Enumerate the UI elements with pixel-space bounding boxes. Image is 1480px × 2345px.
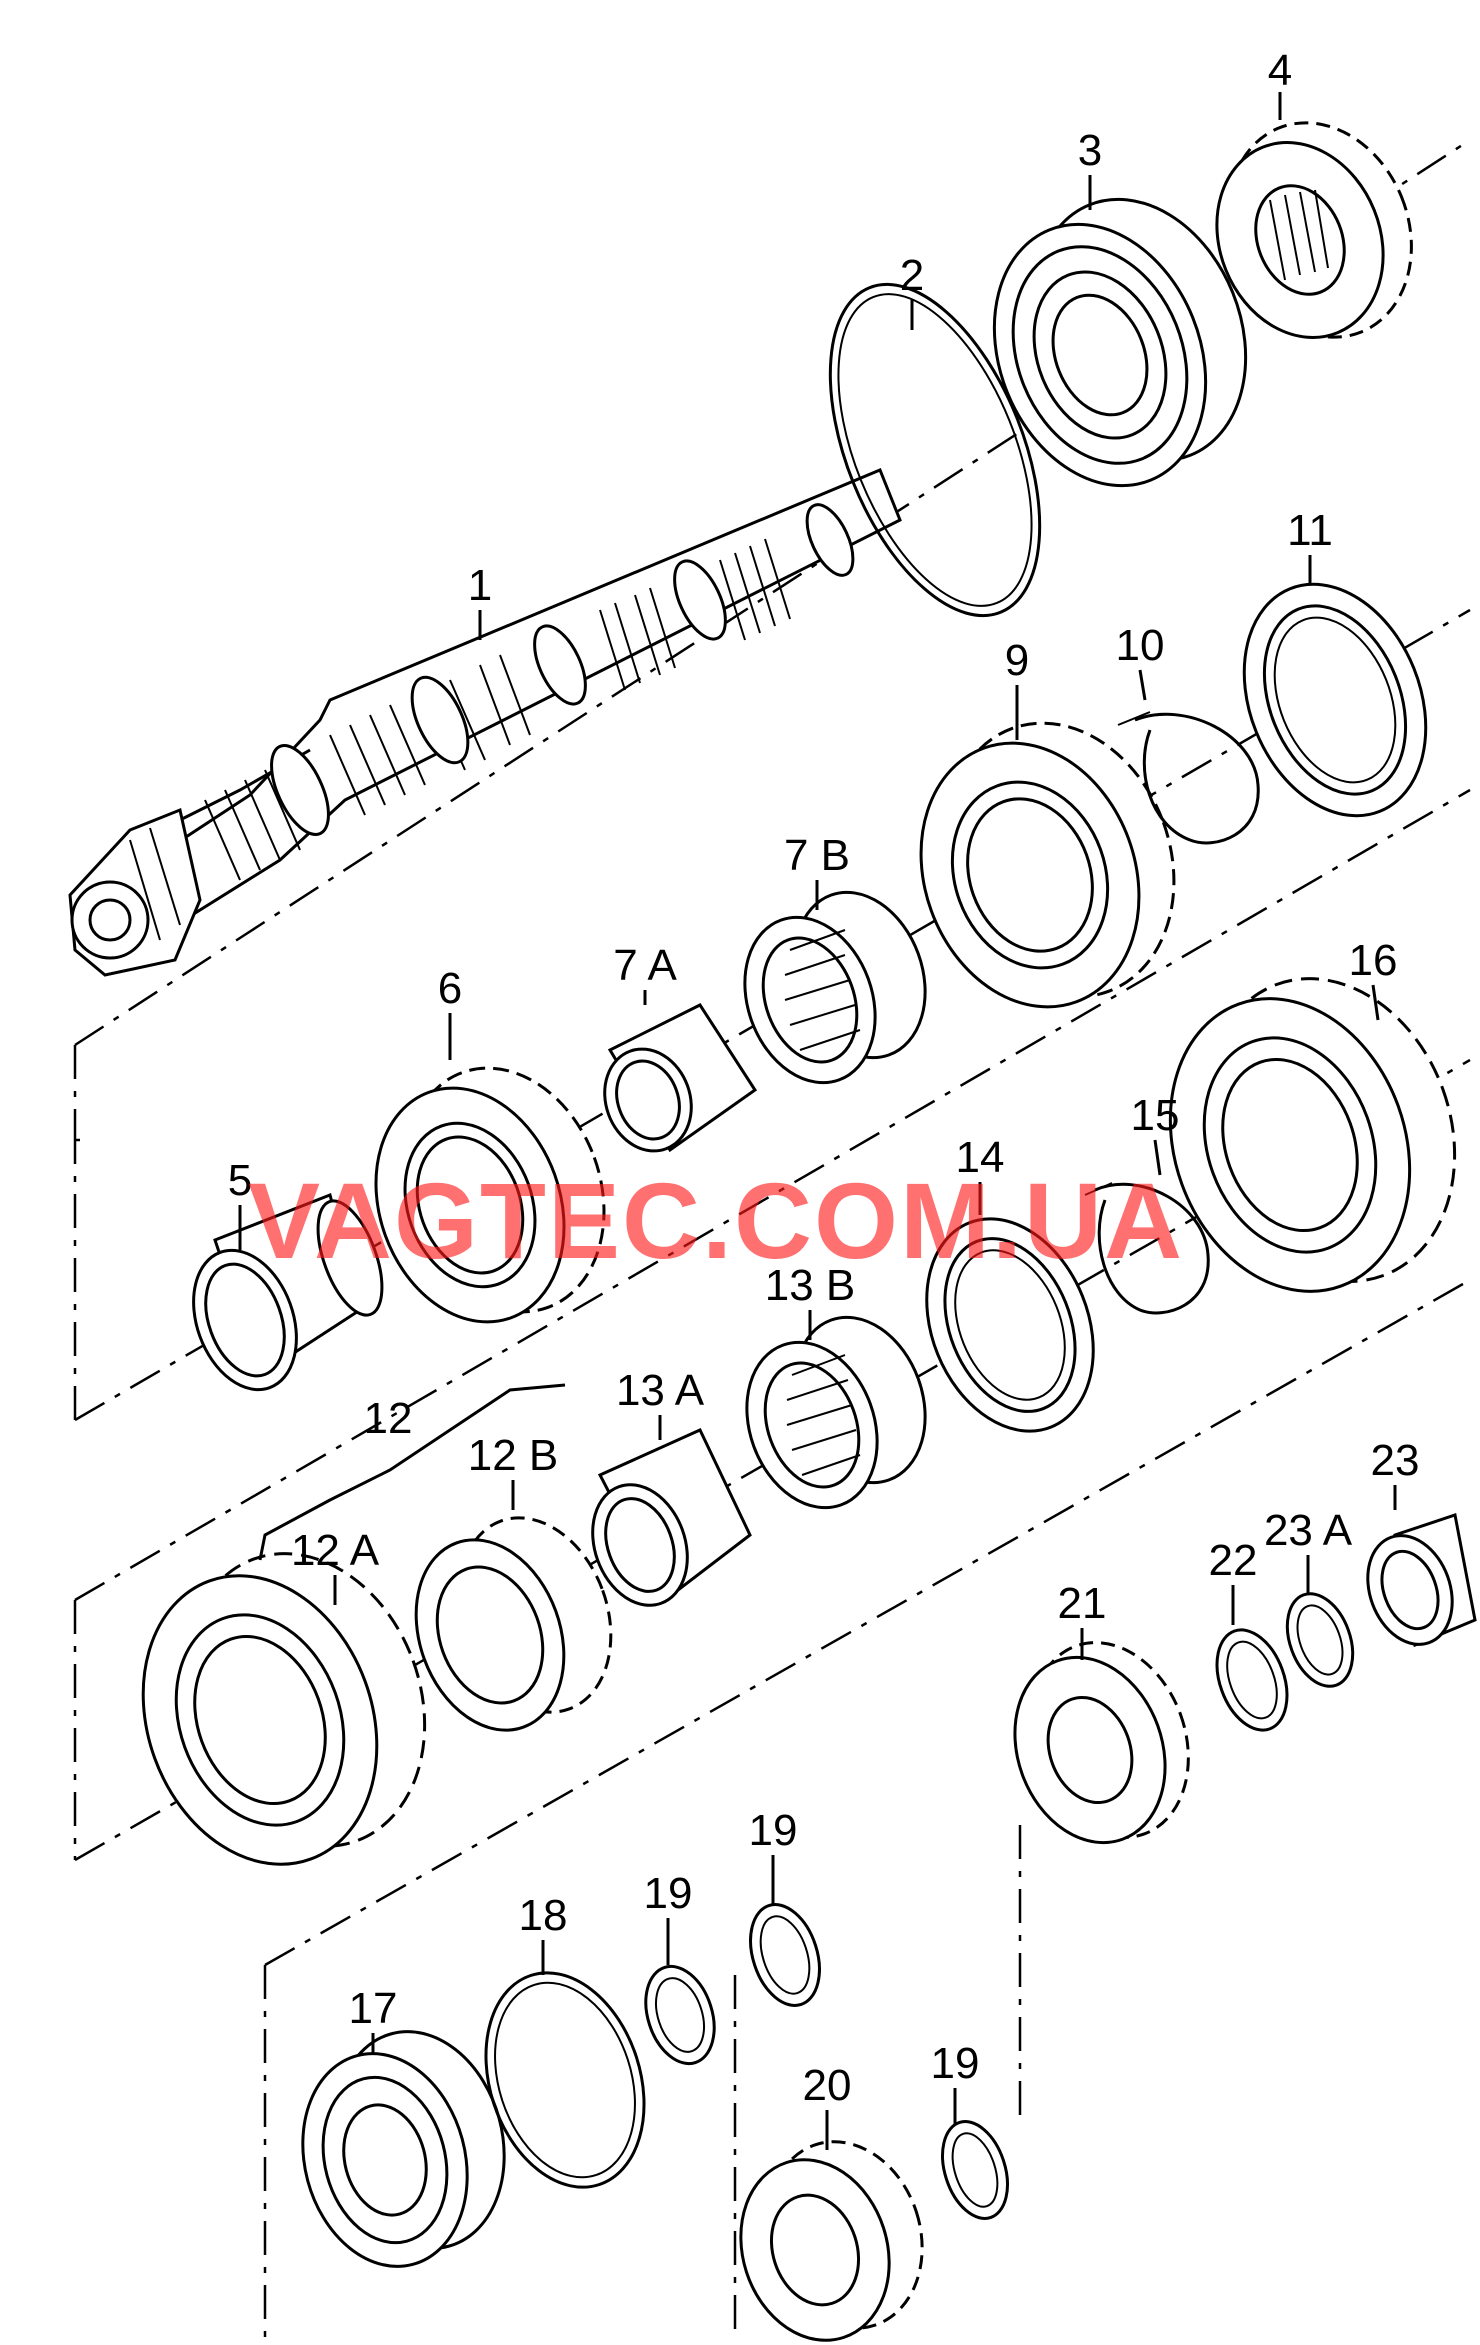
callout-22: 22 bbox=[1209, 1536, 1258, 1585]
part-2-circlip-ring bbox=[828, 282, 1042, 618]
callout-7b: 7 B bbox=[784, 831, 850, 880]
callout-18: 18 bbox=[519, 1891, 568, 1940]
part-20-gear bbox=[739, 2140, 924, 2342]
callout-12a: 12 A bbox=[291, 1526, 380, 1575]
part-11-synchro-ring bbox=[1242, 582, 1428, 818]
callout-19-a: 19 bbox=[644, 1869, 693, 1918]
callout-21: 21 bbox=[1058, 1579, 1107, 1628]
watermark-text: VAGTEC.COM.UA bbox=[248, 1160, 1184, 1281]
part-15-snap-ring bbox=[1084, 1182, 1210, 1315]
part-12a-gear bbox=[141, 1552, 427, 1866]
part-17-bearing bbox=[301, 2030, 506, 2268]
callout-3: 3 bbox=[1078, 126, 1102, 175]
callout-23: 23 bbox=[1371, 1436, 1420, 1485]
part-3-ball-bearing bbox=[992, 197, 1248, 488]
part-23-needle-bearing bbox=[1366, 1513, 1477, 1648]
part-13b-needle-cage bbox=[745, 1315, 927, 1510]
callout-4: 4 bbox=[1268, 46, 1292, 95]
callout-6: 6 bbox=[438, 964, 462, 1013]
part-21-gear bbox=[1013, 1641, 1190, 1845]
part-19a-circlip bbox=[644, 1964, 716, 2066]
callout-12: 12 bbox=[364, 1394, 413, 1443]
part-10-snap-ring bbox=[1117, 711, 1260, 845]
part-18-ring bbox=[484, 1971, 646, 2189]
callout-11: 11 bbox=[1287, 506, 1333, 555]
callout-23a: 23 A bbox=[1264, 1506, 1353, 1555]
callout-19-b: 19 bbox=[749, 1806, 798, 1855]
part-7b-needle-cage bbox=[743, 890, 927, 1085]
part-5-sleeve bbox=[192, 1192, 384, 1392]
part-22-circlip bbox=[1215, 1628, 1289, 1732]
callout-7a: 7 A bbox=[613, 941, 677, 990]
callout-13b: 13 B bbox=[765, 1261, 856, 1310]
part-14-synchro-ring bbox=[925, 1217, 1095, 1433]
callout-5: 5 bbox=[228, 1156, 252, 1205]
callout-16: 16 bbox=[1349, 936, 1398, 985]
callout-19-c: 19 bbox=[931, 2039, 980, 2088]
callout-13a: 13 A bbox=[616, 1366, 705, 1415]
callout-17: 17 bbox=[349, 1984, 398, 2033]
part-9-gear bbox=[919, 721, 1176, 1009]
callout-14: 14 bbox=[956, 1133, 1005, 1182]
part-12b-gear bbox=[414, 1516, 613, 1732]
callout-10: 10 bbox=[1116, 621, 1165, 670]
part-19b-circlip bbox=[749, 1903, 821, 2007]
part-6-gear bbox=[374, 1066, 606, 1324]
part-1-main-shaft bbox=[68, 468, 902, 977]
callout-20: 20 bbox=[803, 2061, 852, 2110]
part-13a-bush bbox=[591, 1428, 752, 1607]
callout-9: 9 bbox=[1005, 636, 1029, 685]
part-23a-circlip bbox=[1285, 1592, 1355, 1688]
part-19c-circlip bbox=[941, 2120, 1009, 2220]
part-16-gear bbox=[1168, 977, 1457, 1293]
bracket-12 bbox=[258, 1383, 566, 1561]
callout-15: 15 bbox=[1131, 1091, 1180, 1140]
callout-2: 2 bbox=[900, 251, 924, 300]
callout-labels: 1 2 3 4 5 6 7 A 7 B 9 10 11 12 12 A 12 B… bbox=[228, 46, 1420, 2110]
leader-lines bbox=[238, 92, 1397, 2150]
part-4-gear bbox=[1215, 121, 1413, 339]
callout-1: 1 bbox=[468, 561, 492, 610]
callout-12b: 12 B bbox=[468, 1431, 559, 1480]
part-7a-bush bbox=[603, 1003, 758, 1153]
